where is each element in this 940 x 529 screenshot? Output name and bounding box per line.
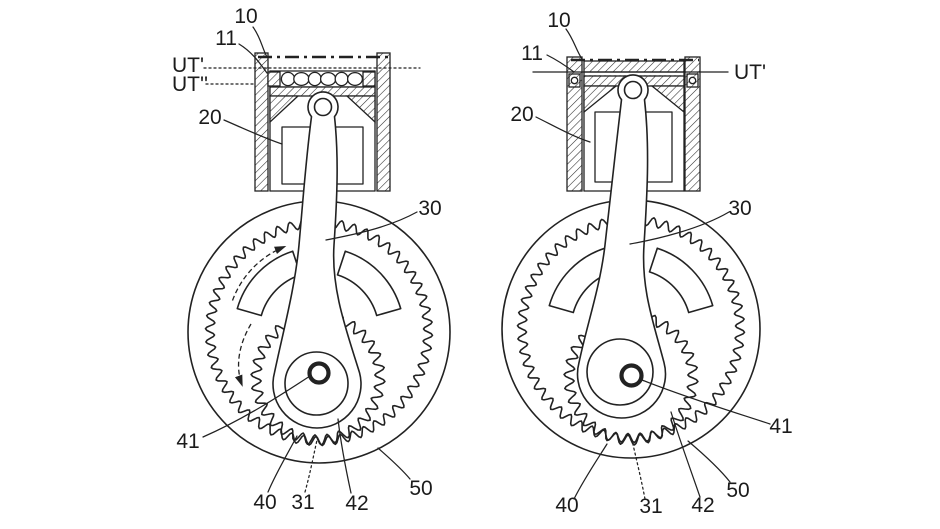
callout-40-right: 40 [555,494,578,517]
right-leader-lines [535,28,771,500]
left-ball-row [280,71,364,87]
figure-right: 10 11 UT' 20 30 41 40 31 42 50 [501,9,793,518]
left-cylinder-wall-right [376,52,391,192]
callout-50-right: 50 [726,479,749,502]
left-crank-axis-41 [307,361,331,385]
left-gear-train [187,200,451,464]
callout-31-left: 31 [291,491,314,514]
callout-40-left: 40 [253,491,276,514]
left-counterweight-right [336,250,402,317]
left-cylinder [203,52,421,192]
callout-20-left: 20 [198,106,221,129]
callout-ut-prime-right: UT' [734,61,766,84]
right-planet-gear-42 [563,310,699,446]
callout-10-left: 10 [234,5,257,28]
left-planet-gear-42 [250,310,386,446]
callout-41-right: 41 [769,415,792,438]
left-rotation-arrow-inner [234,323,252,387]
right-crown-wedge-right [650,85,685,114]
callout-50-left: 50 [409,477,432,500]
callout-41-left: 41 [176,430,199,453]
left-crown-wedge-right [345,95,376,124]
right-crown-wedge-left [583,85,618,114]
callout-ut-double-prime-left: UT'' [172,73,208,96]
left-piston-ring-right [362,71,376,87]
right-cylinder-wall-left [566,56,583,192]
left-callouts: 10 11 UT' UT'' 20 30 41 40 31 42 50 [172,5,442,515]
right-ring-gear-40 [516,214,746,444]
callout-11-left: 11 [215,27,237,50]
callout-30-right: 30 [728,197,751,220]
right-piston-pin [623,80,643,100]
callout-42-left: 42 [345,492,368,515]
callout-10-right: 10 [547,9,570,32]
right-callouts: 10 11 UT' 20 30 41 40 31 42 50 [510,9,792,518]
left-rotation-arrows [231,245,287,387]
left-leader-lines [202,26,418,494]
left-piston-pin [313,97,333,117]
callout-11-right: 11 [521,42,543,65]
left-ring-gear-40 [204,217,434,447]
callout-20-right: 20 [510,103,533,126]
callout-42-right: 42 [691,494,714,517]
callout-30-left: 30 [418,197,441,220]
figure-left: 10 11 UT' UT'' 20 30 41 40 31 42 50 [172,5,451,515]
right-connecting-rod-30 [576,74,667,419]
right-gear-train [501,199,761,459]
left-connecting-rod-30 [272,91,362,429]
right-cylinder-wall-right [684,56,701,192]
callout-ut-prime-left: UT' [172,54,204,77]
left-piston-ring-left [267,71,281,87]
callout-31-right: 31 [639,495,662,518]
left-cylinder-wall-left [254,52,269,192]
right-crank-axis-41 [619,363,644,388]
right-head-band [583,60,685,73]
right-counterweight-right [648,247,714,314]
left-crown-wedge-left [269,95,300,124]
right-cylinder [532,56,729,192]
